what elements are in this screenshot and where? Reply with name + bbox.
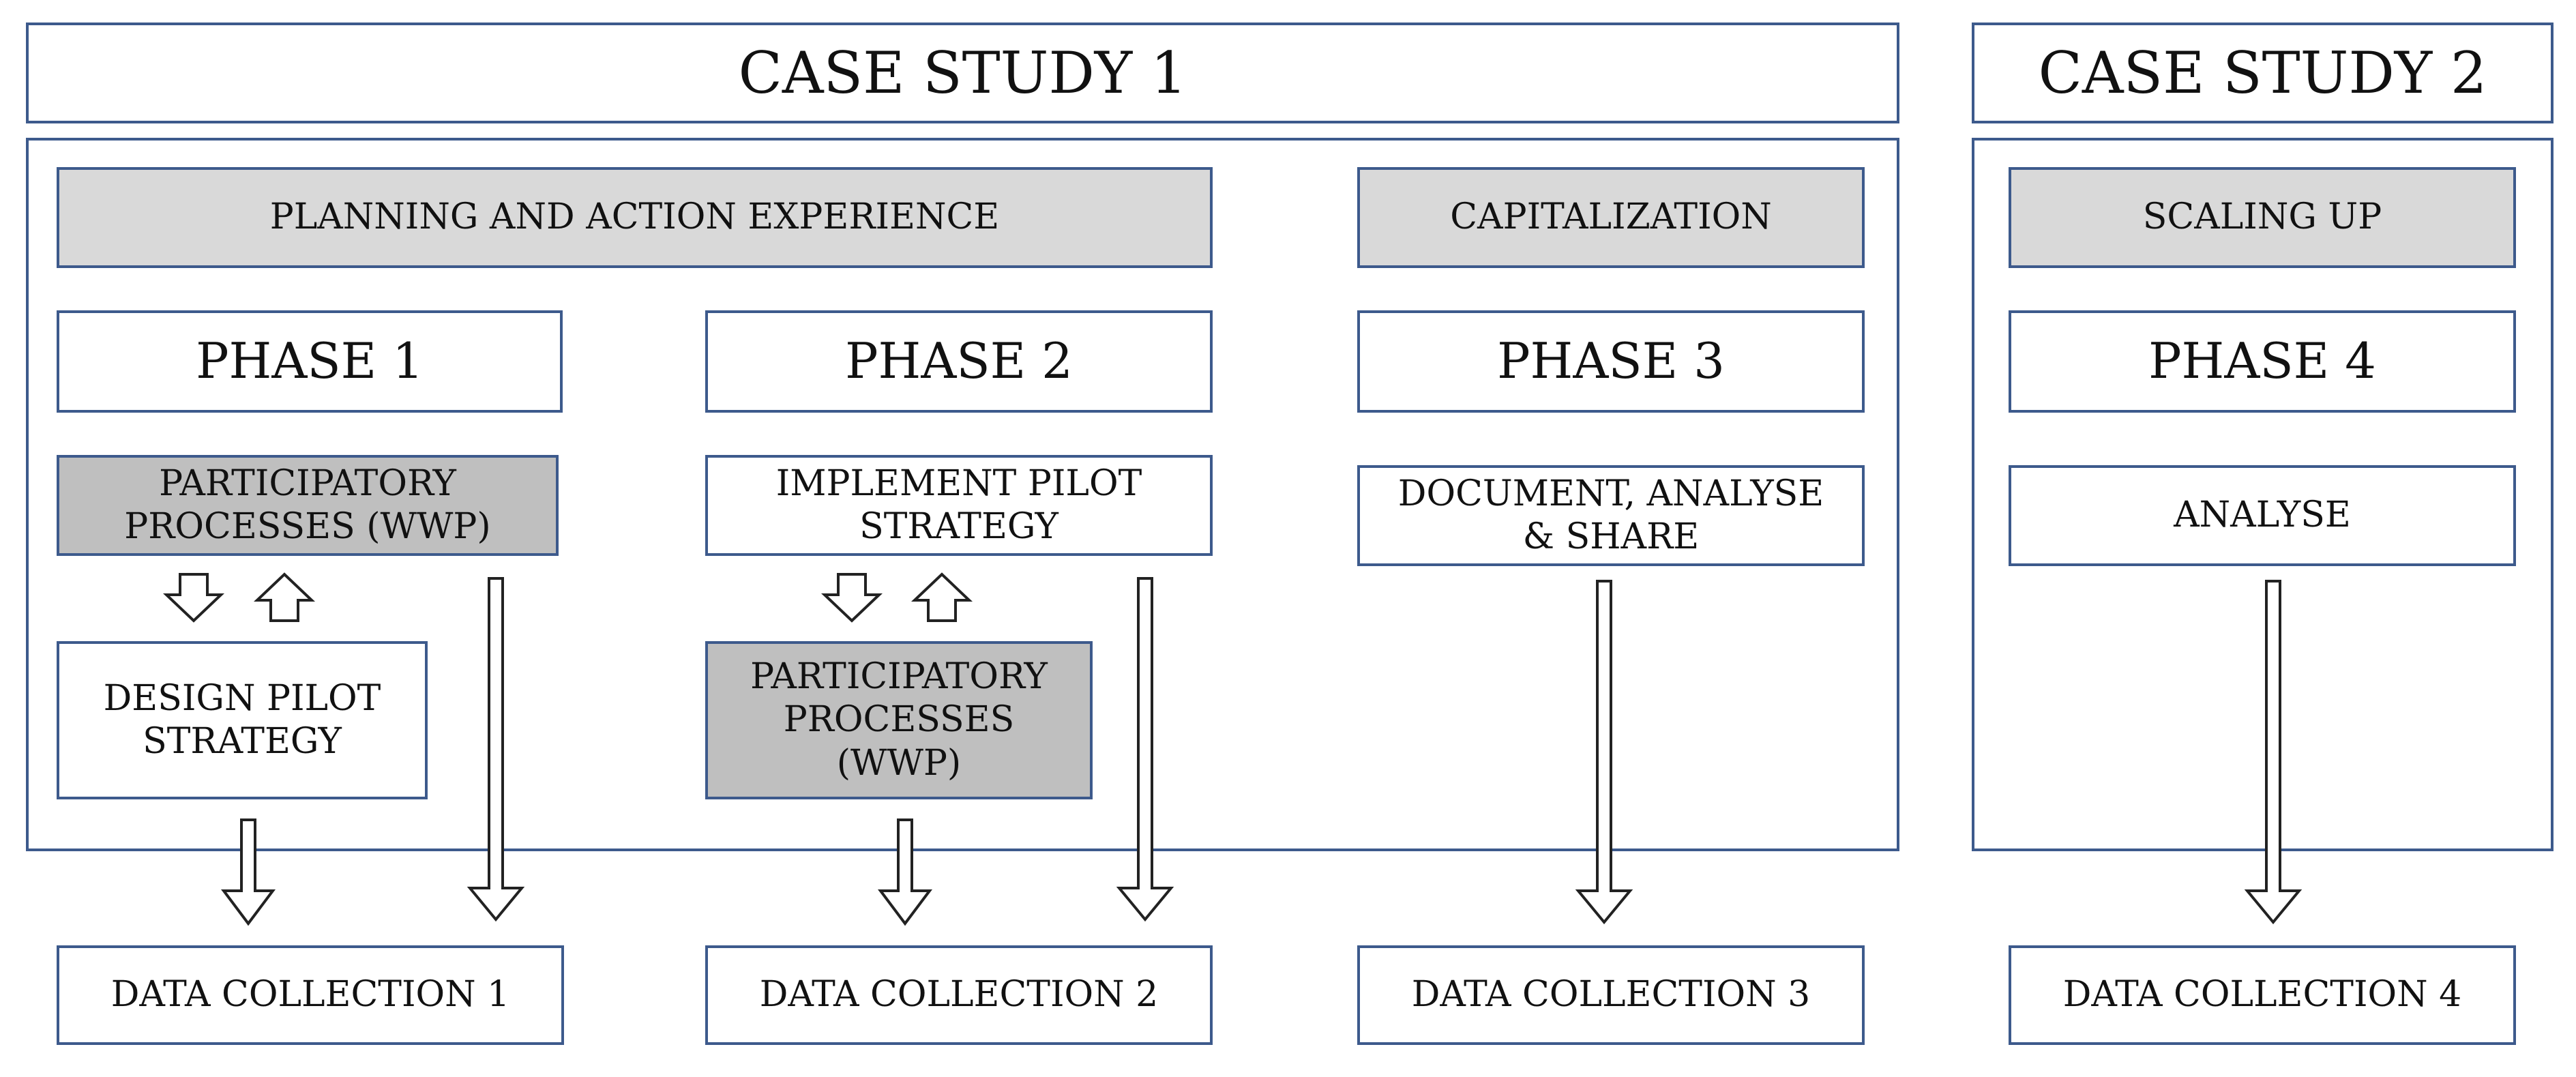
phase-1-up-arrow xyxy=(253,572,316,622)
scaling-up-banner: SCALING UP xyxy=(2009,167,2516,268)
implement-pilot-strategy-box: IMPLEMENT PILOT STRATEGY xyxy=(705,455,1213,556)
data-collection-3-box: DATA COLLECTION 3 xyxy=(1357,945,1865,1045)
data-collection-2-box: DATA COLLECTION 2 xyxy=(705,945,1213,1045)
phase-2-participatory-processes: PARTICIPATORY PROCESSES (WWP) xyxy=(705,641,1093,799)
case-study-2-frame xyxy=(1972,138,2553,851)
participatory-2-to-data-collection-2-arrow xyxy=(878,818,932,926)
data-collection-4-box: DATA COLLECTION 4 xyxy=(2009,945,2516,1045)
phase-1-box: PHASE 1 xyxy=(57,310,563,413)
document-analyse-share-box: DOCUMENT, ANALYSE & SHARE xyxy=(1357,465,1865,566)
design-pilot-strategy-box: DESIGN PILOT STRATEGY xyxy=(57,641,428,799)
capitalization-banner: CAPITALIZATION xyxy=(1357,167,1865,268)
analyse-box: ANALYSE xyxy=(2009,465,2516,566)
phase-2-box: PHASE 2 xyxy=(705,310,1213,413)
phase-1-participatory-processes: PARTICIPATORY PROCESSES (WWP) xyxy=(57,455,559,556)
design-to-data-collection-1-arrow xyxy=(221,818,276,926)
planning-and-action-banner: PLANNING AND ACTION EXPERIENCE xyxy=(57,167,1213,268)
case-study-1-frame xyxy=(26,138,1899,851)
phase-4-box: PHASE 4 xyxy=(2009,310,2516,413)
phase-3-box: PHASE 3 xyxy=(1357,310,1865,413)
case-study-2-header: CASE STUDY 2 xyxy=(1972,23,2553,123)
phase-1-down-arrow xyxy=(162,573,225,623)
data-collection-1-box: DATA COLLECTION 1 xyxy=(57,945,564,1045)
phase-2-to-data-collection-2-arrow xyxy=(1116,577,1174,922)
phase-4-to-data-collection-4-arrow xyxy=(2244,580,2303,925)
phase-2-down-arrow xyxy=(820,573,883,623)
phase-3-to-data-collection-3-arrow xyxy=(1575,580,1633,925)
case-study-1-header: CASE STUDY 1 xyxy=(26,23,1899,123)
phase-2-up-arrow xyxy=(911,572,973,622)
phase-1-to-data-collection-1-arrow xyxy=(467,577,525,922)
